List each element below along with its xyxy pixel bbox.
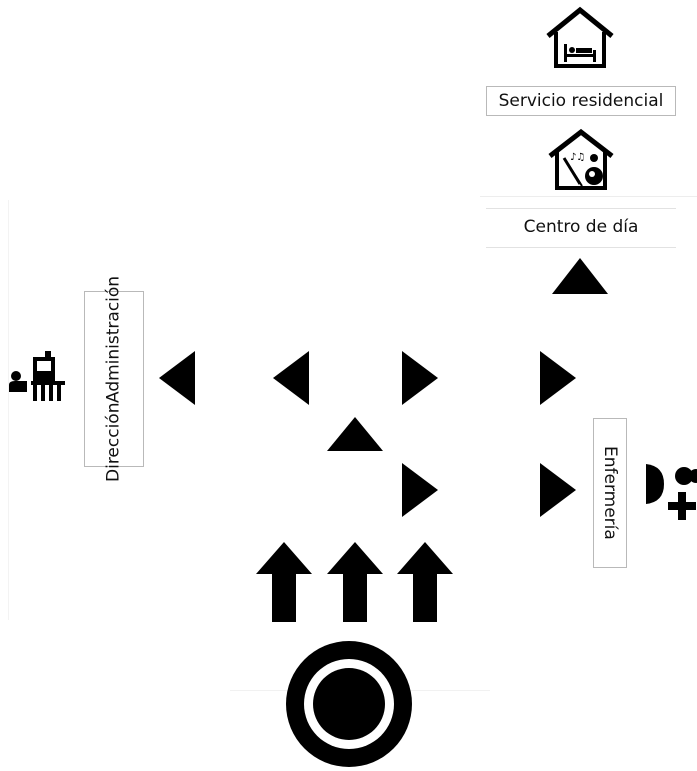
left-triangle-1 [159, 351, 195, 405]
direction-label-line1: Dirección [103, 402, 124, 483]
up-arrow-2 [327, 542, 383, 622]
guide-line-top [480, 196, 697, 197]
up-arrow-1 [256, 542, 312, 622]
day-center-label: Centro de día [486, 208, 676, 248]
guide-line-left [8, 200, 9, 620]
direction-label-line2: Administración [103, 275, 124, 403]
right-triangle-1 [402, 351, 438, 405]
up-arrow-3 [397, 542, 453, 622]
you-are-here-icon [286, 636, 412, 771]
nurse-cross-icon [640, 458, 697, 522]
left-triangle-2 [273, 351, 309, 405]
right-triangle-3 [402, 463, 438, 517]
office-desk-icon [5, 347, 65, 403]
direction-administration-label: Dirección Administración [84, 276, 144, 482]
nursing-label: Enfermería [593, 418, 627, 568]
up-triangle-marker [552, 258, 608, 294]
residential-house-icon [544, 6, 616, 70]
svg-text:♪♫: ♪♫ [570, 152, 585, 163]
residential-service-label: Servicio residencial [486, 86, 676, 116]
right-triangle-2 [540, 351, 576, 405]
center-up-triangle [327, 417, 383, 451]
right-triangle-4 [540, 463, 576, 517]
day-center-house-icon: ♪♫ [546, 128, 616, 192]
